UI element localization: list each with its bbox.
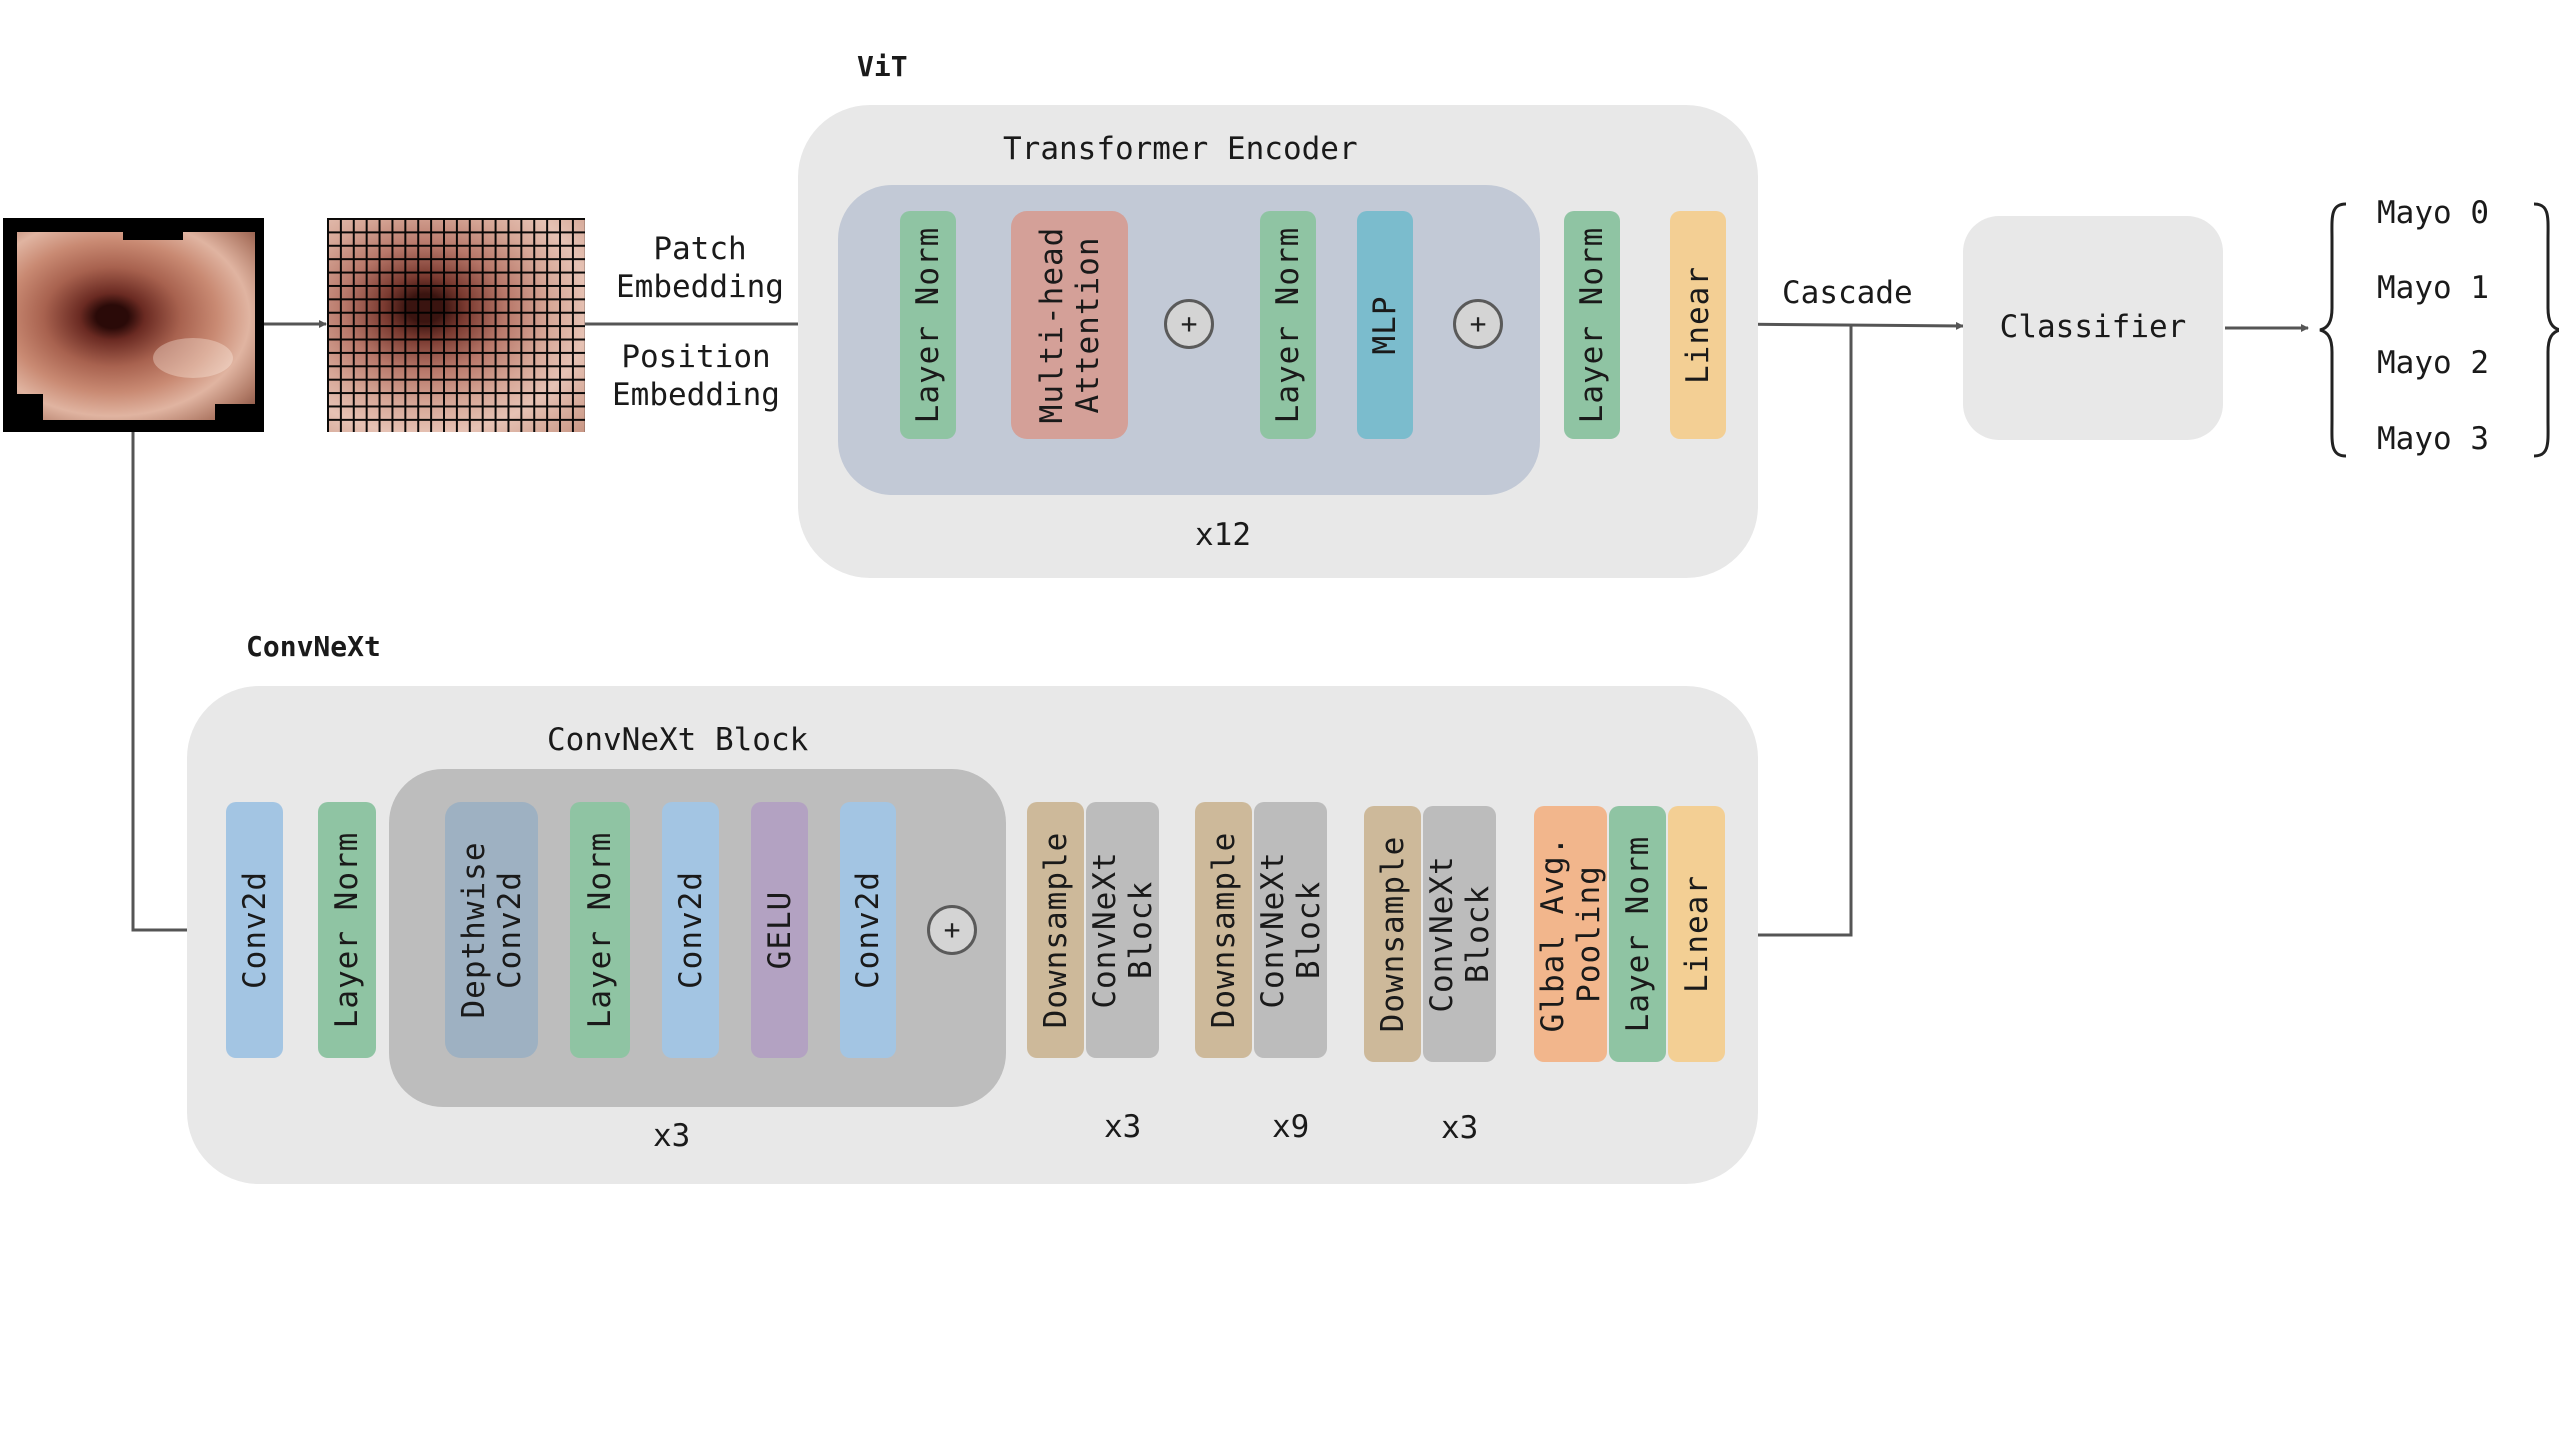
wire-convnext-to-cascade (1726, 326, 1853, 937)
vit-linear-block: Linear (1670, 211, 1726, 439)
global-avg-pooling: Glbal Avg. Pooling (1534, 806, 1607, 1062)
encoder-repeat-label: x12 (1195, 517, 1251, 553)
patch-embedding-label: Patch Embedding (616, 231, 784, 305)
stage1-repeat: x3 (1104, 1109, 1142, 1145)
block-conv2d-a: Conv2d (662, 802, 719, 1058)
plus-circle-icon: + (1164, 299, 1214, 349)
vit-title: ViT (857, 50, 908, 83)
output-mayo-0: Mayo 0 (2377, 195, 2489, 231)
stage3-downsample: Downsample (1364, 806, 1421, 1062)
stage1-convnext-block: ConvNeXt Block (1086, 802, 1159, 1058)
vit-layer-norm-3: Layer Norm (1564, 211, 1620, 439)
output-mayo-2: Mayo 2 (2377, 345, 2489, 381)
curly-brace-icon (2533, 202, 2559, 458)
stage2-convnext-block: ConvNeXt Block (1254, 802, 1327, 1058)
multi-head-attention-block: Multi-head Attention (1011, 211, 1128, 439)
depthwise-conv2d: Depthwise Conv2d (445, 802, 538, 1058)
convnext-block-title: ConvNeXt Block (547, 722, 809, 758)
curly-brace-icon (2319, 202, 2347, 458)
mlp-block: MLP (1357, 211, 1413, 439)
wire-linear-to-classifier (1725, 321, 1964, 330)
plus-circle-icon: + (927, 905, 977, 955)
stage2-downsample: Downsample (1195, 802, 1252, 1058)
cascade-label: Cascade (1782, 275, 1913, 311)
final-layer-norm: Layer Norm (1609, 806, 1666, 1062)
block-layer-norm: Layer Norm (570, 802, 630, 1058)
stage1-downsample: Downsample (1027, 802, 1084, 1058)
stage2-repeat: x9 (1272, 1109, 1310, 1145)
stage3-repeat: x3 (1441, 1110, 1479, 1146)
colonoscopy-image (3, 218, 264, 432)
block-repeat-label: x3 (653, 1118, 691, 1154)
convnext-title: ConvNeXt (246, 630, 381, 663)
patch-grid-image (327, 218, 585, 432)
vit-layer-norm-1: Layer Norm (900, 211, 956, 439)
plus-circle-icon: + (1453, 299, 1503, 349)
stem-layer-norm: Layer Norm (318, 802, 376, 1058)
block-conv2d-b: Conv2d (840, 802, 896, 1058)
position-embedding-label: Position Embedding (612, 339, 780, 413)
classifier-block: Classifier (1963, 216, 2223, 440)
convnext-linear-block: Linear (1668, 806, 1725, 1062)
output-mayo-1: Mayo 1 (2377, 270, 2489, 306)
stage3-convnext-block: ConvNeXt Block (1423, 806, 1496, 1062)
transformer-encoder-title: Transformer Encoder (1003, 131, 1358, 167)
vit-layer-norm-2: Layer Norm (1260, 211, 1316, 439)
output-mayo-3: Mayo 3 (2377, 421, 2489, 457)
stem-conv2d: Conv2d (226, 802, 283, 1058)
gelu-block: GELU (751, 802, 808, 1058)
